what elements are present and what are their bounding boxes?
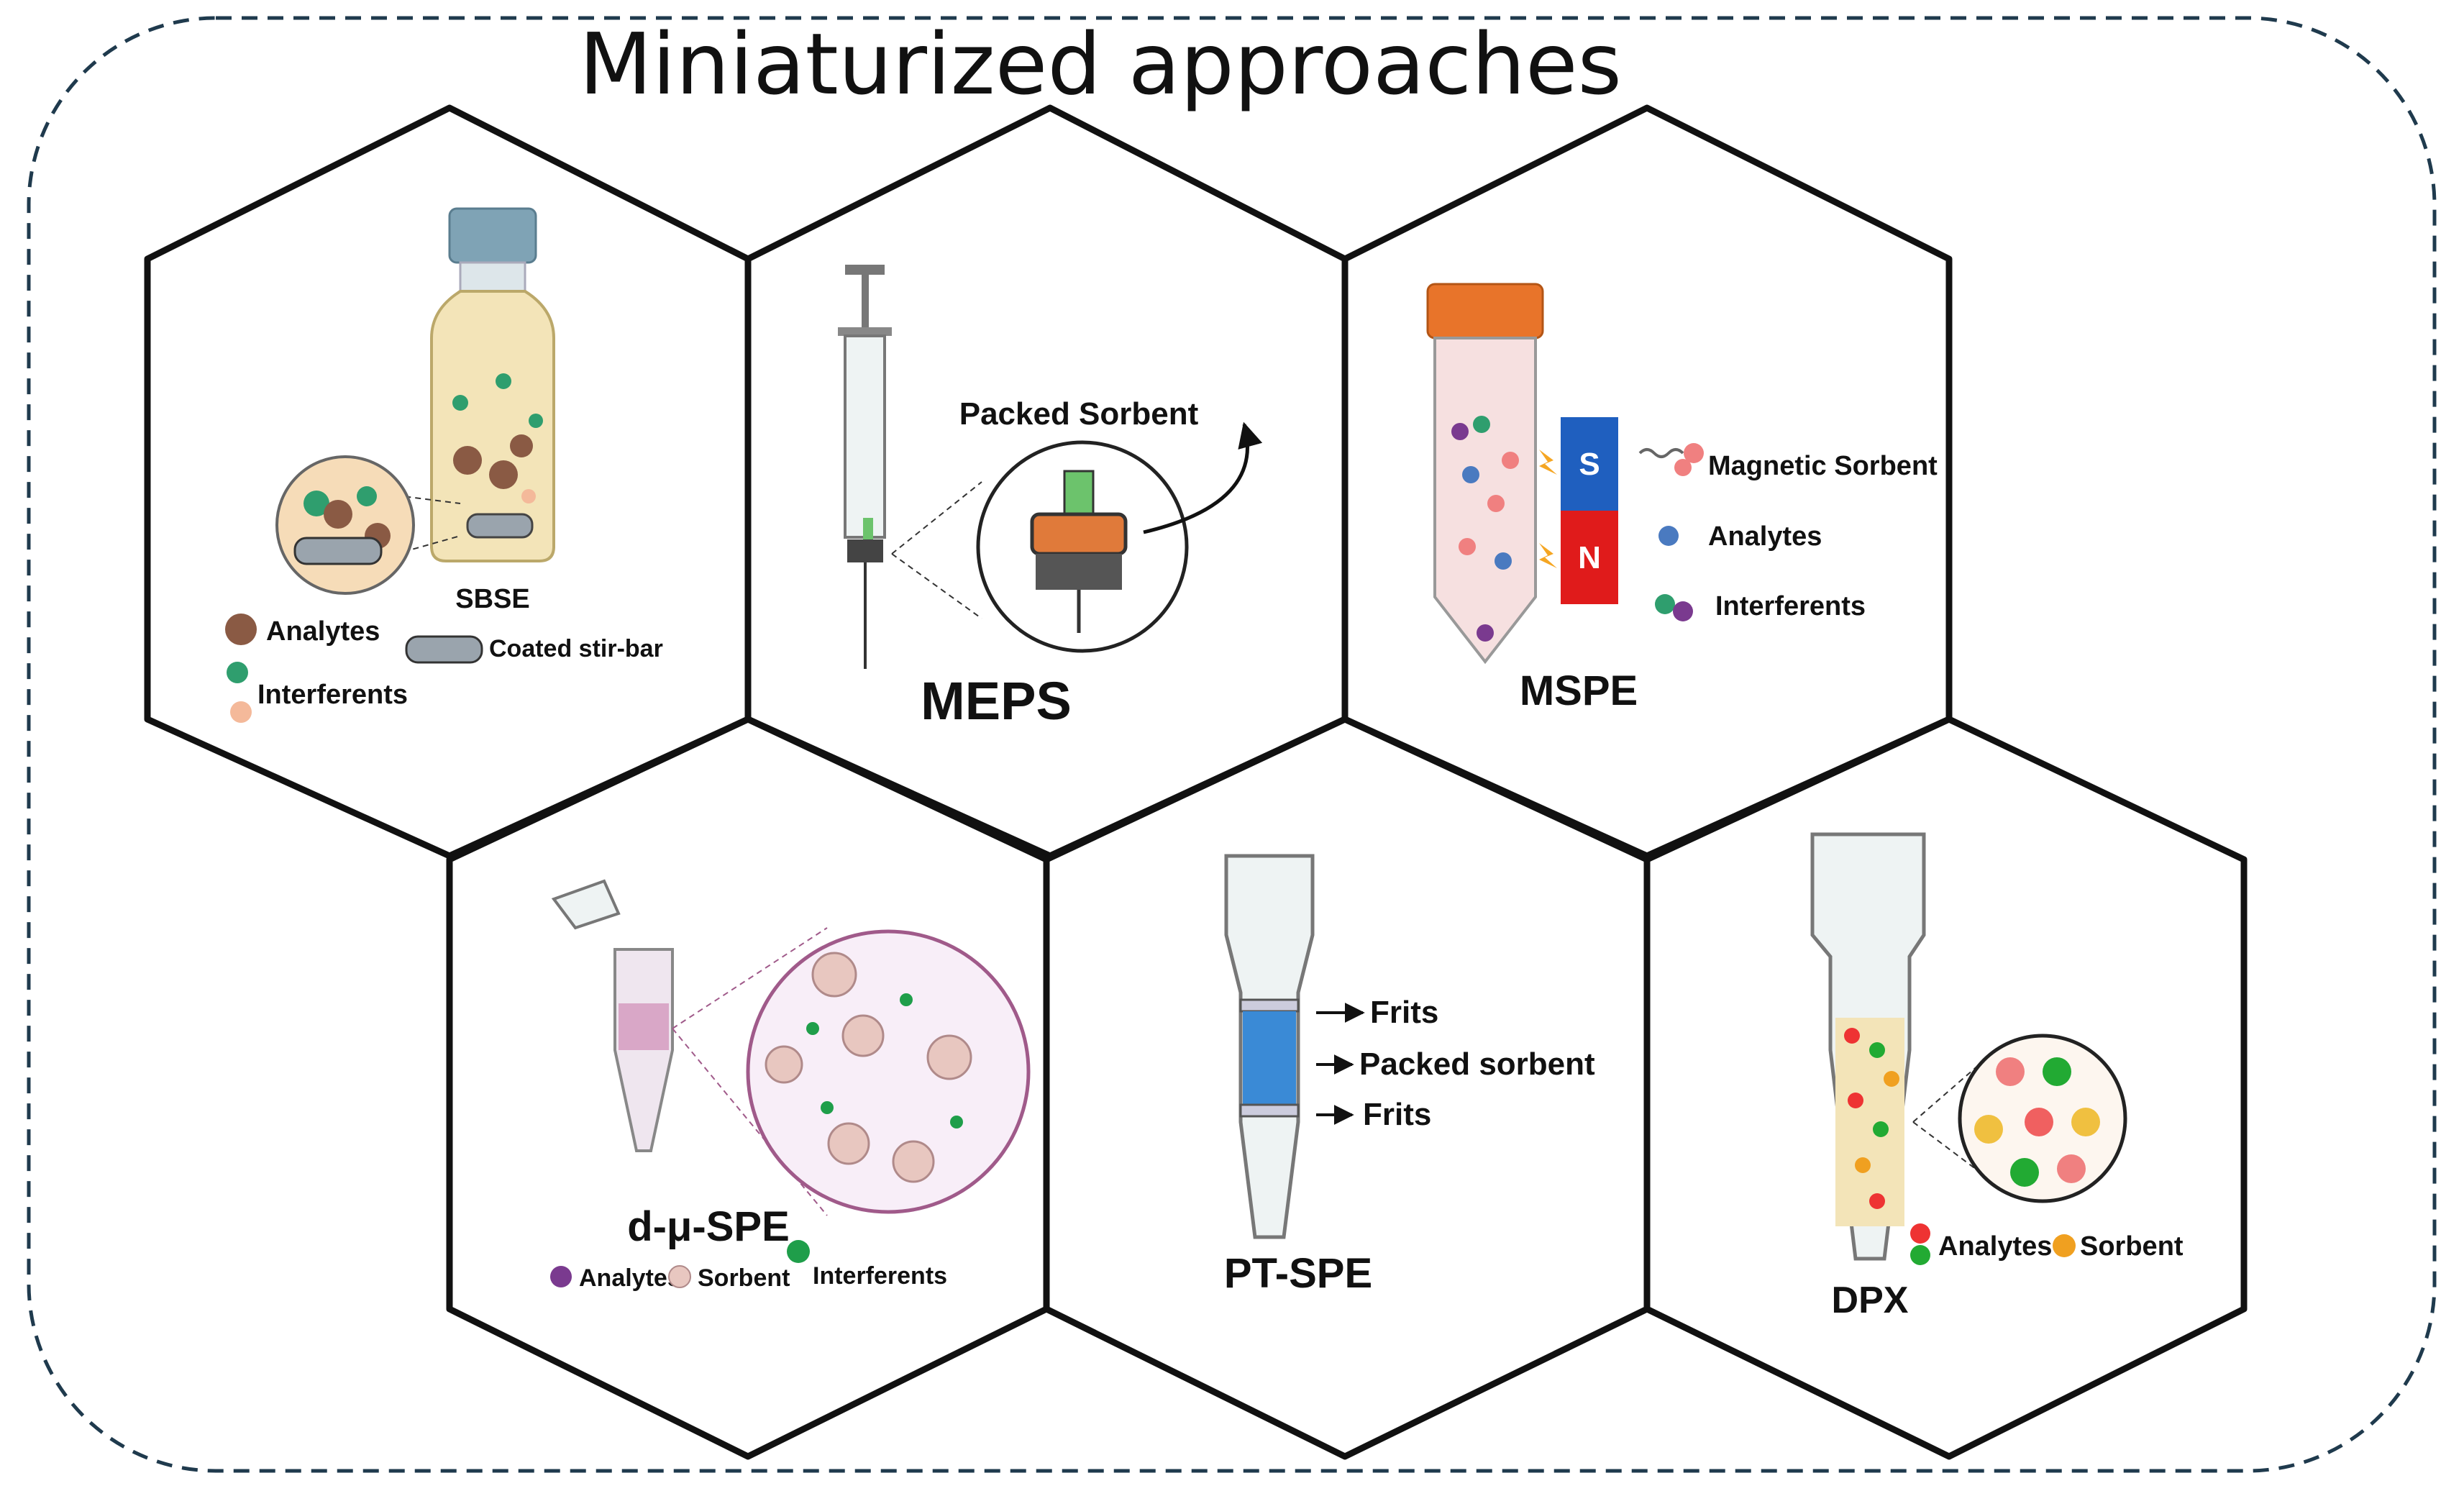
mspe-interferents-icon	[1655, 594, 1675, 614]
frit-bottom-icon	[1239, 1103, 1300, 1118]
dspe-interferents-label: Interferents	[813, 1262, 947, 1290]
vial-cap-icon	[448, 207, 537, 264]
dspe-interferents-icon	[787, 1240, 810, 1263]
dspe-analytes-label: Analytes	[579, 1264, 681, 1292]
spark-icon	[1539, 543, 1557, 568]
packed-sorbent-pt-icon	[1243, 1011, 1296, 1105]
tube-body-icon	[1433, 337, 1537, 665]
dpx-panel: Analytes Sorbent DPX	[1810, 832, 2184, 1321]
hexagon-dpx	[1643, 716, 2248, 1460]
dspe-label: d-μ-SPE	[627, 1203, 790, 1250]
ptspe-packed-label: Packed sorbent	[1359, 1047, 1595, 1082]
ptspe-label: PT-SPE	[1224, 1250, 1372, 1297]
stir-bar-legend-icon	[405, 635, 483, 664]
interferent-dot-icon	[452, 395, 468, 411]
packed-sorbent-icon	[1030, 512, 1128, 556]
dpx-label: DPX	[1832, 1280, 1909, 1321]
magnet-s-icon	[1561, 417, 1618, 511]
stir-bar-icon	[466, 513, 534, 539]
mspe-panel: S N Magnetic Sorbent Analytes Interferen…	[1426, 283, 1938, 714]
interferent-dot-icon	[496, 373, 511, 389]
dpx-analytes-icon	[1910, 1223, 1930, 1244]
analyte-cluster-icon	[453, 446, 482, 475]
dspe-sorbent-label: Sorbent	[698, 1264, 790, 1292]
analytes-legend-icon	[225, 614, 257, 645]
interferent-dot-icon	[529, 414, 543, 428]
vial-neck-icon	[459, 261, 526, 293]
dpx-analytes-label: Analytes	[1938, 1231, 2052, 1262]
sbse-analytes-label: Analytes	[266, 616, 380, 647]
interferents-legend-icon	[227, 662, 248, 683]
dspe-panel: d-μ-SPE Analytes Sorbent Interferents	[550, 879, 1031, 1292]
outer-frame	[27, 16, 2437, 1473]
dpx-sorbent-icon	[2053, 1234, 2076, 1257]
dpx-sorbent-label: Sorbent	[2080, 1231, 2184, 1262]
dspe-zoom-circle	[746, 929, 1031, 1214]
meps-panel: Packed Sorbent MEPS	[838, 265, 1263, 731]
frit-top-icon	[1239, 998, 1300, 1013]
analyte-cluster-icon	[489, 460, 518, 489]
mspe-label: MSPE	[1520, 667, 1638, 714]
syringe-plunger-icon	[845, 265, 885, 275]
ptspe-panel: Frits Packed sorbent Frits PT-SPE	[1224, 854, 1595, 1297]
syringe-barrel-icon	[844, 334, 886, 539]
sbse-panel: SBSE Analytes Coated stir-bar Interferen…	[225, 207, 663, 723]
sbse-stirbar-label: Coated stir-bar	[489, 635, 663, 662]
sbse-label: SBSE	[455, 584, 529, 614]
interferent-dot-icon	[521, 489, 536, 503]
spark-icon	[1539, 450, 1557, 475]
mspe-analytes-label: Analytes	[1708, 521, 1822, 552]
magnetic-sorbent-icon	[1638, 448, 1684, 458]
magnet-n-label: N	[1578, 540, 1601, 575]
meps-label: MEPS	[921, 671, 1072, 731]
sbse-interferents-label: Interferents	[257, 680, 408, 710]
mspe-magnetic-label: Magnetic Sorbent	[1708, 451, 1938, 481]
analyte-cluster-icon	[510, 434, 533, 457]
dspe-analytes-icon	[550, 1266, 572, 1287]
diagram-title: Miniaturized approaches	[579, 14, 1622, 114]
dspe-sorbent-icon	[668, 1265, 691, 1288]
mspe-analytes-icon	[1658, 526, 1679, 546]
meps-packed-label: Packed Sorbent	[959, 396, 1199, 432]
ptspe-frits-top-label: Frits	[1370, 995, 1438, 1030]
ptspe-frits-bottom-label: Frits	[1363, 1097, 1431, 1132]
magnet-s-label: S	[1579, 447, 1600, 482]
eppendorf-lid-icon	[551, 879, 621, 930]
mspe-interferents-label: Interferents	[1715, 591, 1866, 621]
hexagon-ptspe	[1043, 716, 1651, 1460]
tube-cap-icon	[1426, 283, 1544, 339]
magnet-n-icon	[1561, 511, 1618, 604]
